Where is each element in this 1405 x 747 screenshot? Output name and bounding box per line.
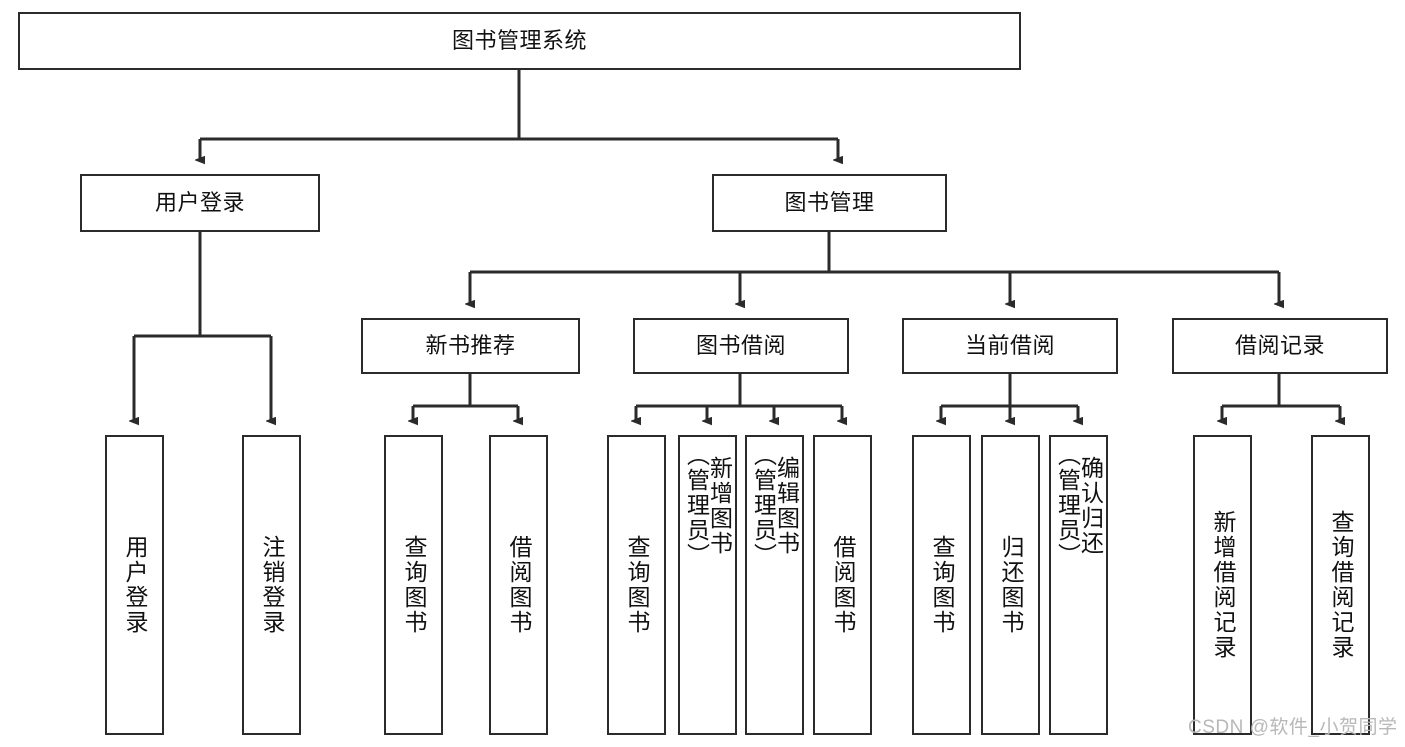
node-book-borrow[interactable]: 图书借阅	[633, 318, 849, 374]
node-label: 借阅图书	[830, 535, 856, 635]
node-root-book-management-system[interactable]: 图书管理系统	[18, 12, 1021, 70]
leaf-user-login[interactable]: 用户登录	[105, 435, 164, 735]
leaf-add-borrow-record[interactable]: 新增借阅记录	[1193, 435, 1252, 735]
leaf-edit-book-admin[interactable]: 编辑图书 （管理员）	[745, 435, 804, 735]
node-label: 新书推荐	[425, 332, 516, 358]
node-label: 查询借阅记录	[1328, 510, 1354, 660]
node-book-management[interactable]: 图书管理	[712, 174, 947, 232]
leaf-query-book-borrow[interactable]: 查询图书	[607, 435, 666, 735]
node-current-borrow[interactable]: 当前借阅	[902, 318, 1118, 374]
node-label: 确认归还 （管理员）	[1054, 443, 1104, 568]
node-label: 查询图书	[401, 535, 427, 635]
leaf-query-borrow-record[interactable]: 查询借阅记录	[1311, 435, 1370, 735]
leaf-query-book-current[interactable]: 查询图书	[912, 435, 971, 735]
watermark: CSDN @软件_小贺同学	[1188, 717, 1398, 738]
node-label: 借阅图书	[506, 535, 532, 635]
node-label: 查询图书	[929, 535, 955, 635]
node-label: 图书借阅	[695, 332, 786, 358]
node-user-login[interactable]: 用户登录	[80, 174, 320, 232]
node-label: 当前借阅	[964, 332, 1055, 358]
node-label: 借阅记录	[1234, 332, 1325, 358]
node-new-book-recommend[interactable]: 新书推荐	[361, 318, 580, 374]
node-label: 新增图书 （管理员）	[683, 443, 733, 568]
leaf-borrow-book[interactable]: 借阅图书	[813, 435, 872, 735]
leaf-add-book-admin[interactable]: 新增图书 （管理员）	[678, 435, 737, 735]
node-label: 图书管理	[784, 189, 875, 215]
node-label: 用户登录	[122, 535, 148, 635]
node-label: 新增借阅记录	[1210, 510, 1236, 660]
node-label: 用户登录	[154, 189, 245, 215]
node-label: 注销登录	[259, 535, 285, 635]
node-label: 图书管理系统	[451, 27, 587, 53]
leaf-logout[interactable]: 注销登录	[242, 435, 301, 735]
leaf-borrow-book-recommend[interactable]: 借阅图书	[489, 435, 548, 735]
leaf-query-book-recommend[interactable]: 查询图书	[384, 435, 443, 735]
node-borrow-record[interactable]: 借阅记录	[1172, 318, 1388, 374]
node-label: 归还图书	[998, 535, 1024, 635]
node-label: 查询图书	[624, 535, 650, 635]
node-label: 编辑图书 （管理员）	[750, 443, 800, 568]
leaf-return-book[interactable]: 归还图书	[981, 435, 1040, 735]
leaf-confirm-return-admin[interactable]: 确认归还 （管理员）	[1049, 435, 1108, 735]
